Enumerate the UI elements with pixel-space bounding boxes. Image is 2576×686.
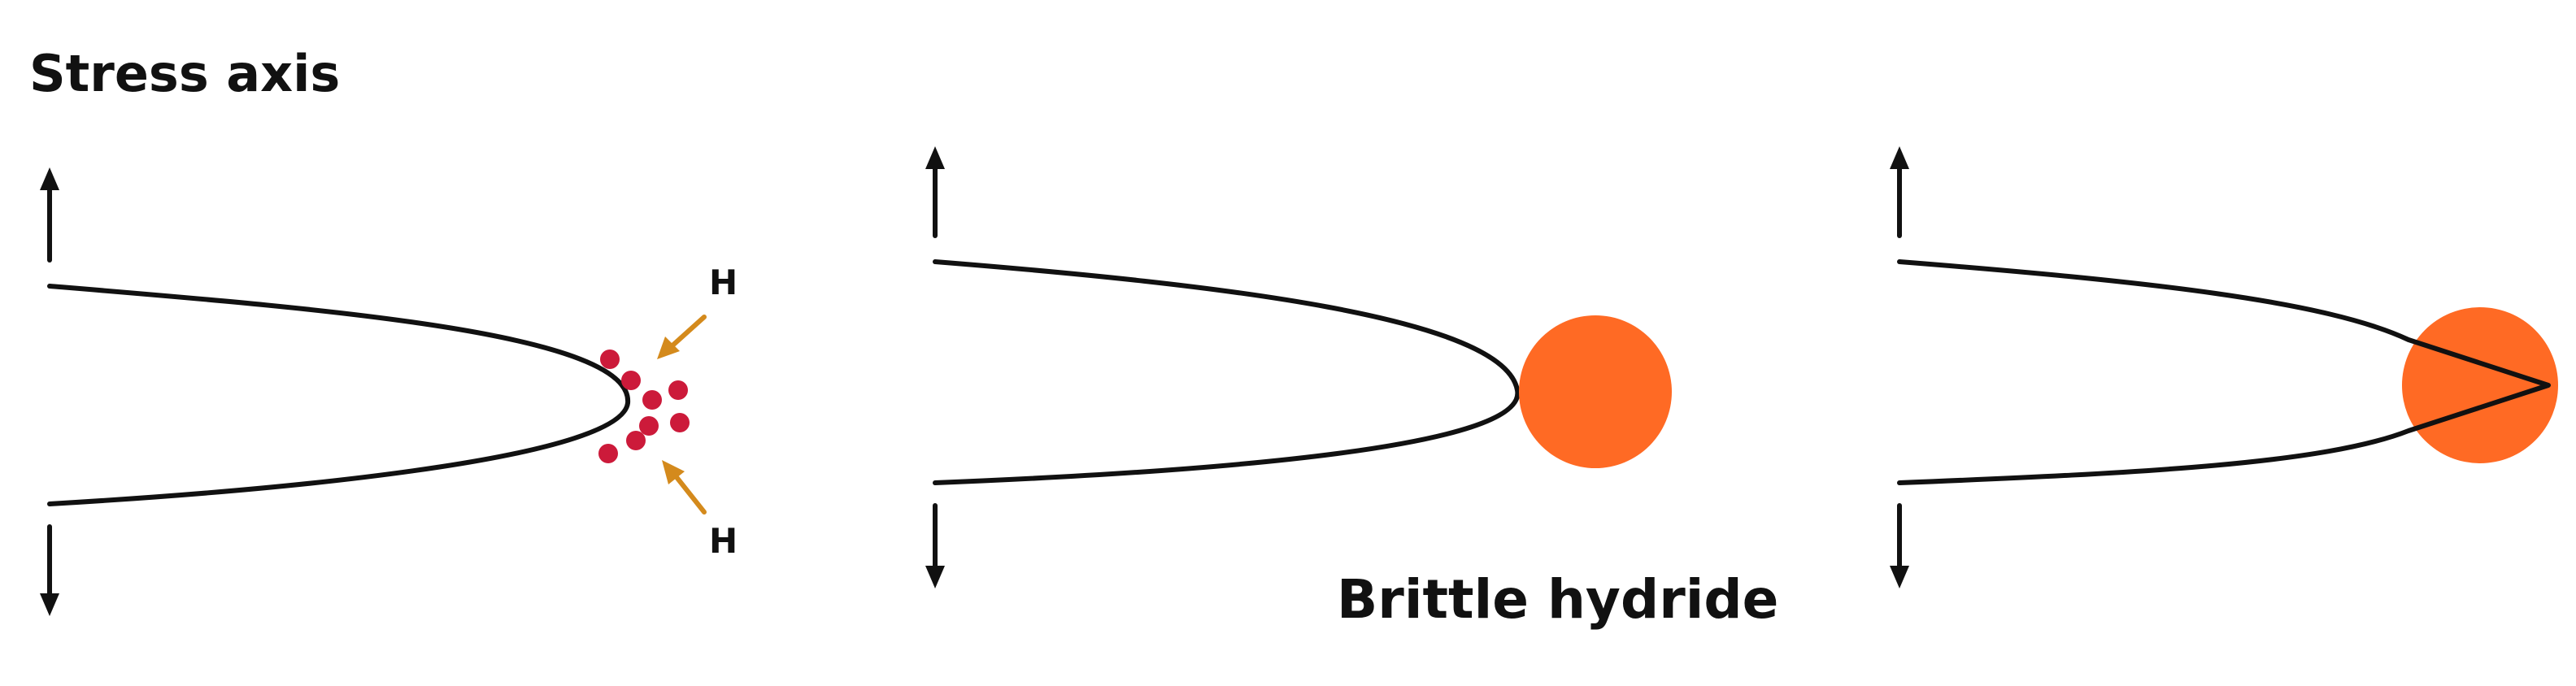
hydrogen-atom [626, 431, 646, 450]
panel-hydride-formation: Brittle hydride [925, 146, 1778, 631]
hydrogen-atom [670, 413, 690, 432]
hydrogen-atom [598, 444, 618, 463]
panel-hydride-fracture [1890, 146, 2558, 588]
hydrogen-atom [642, 390, 662, 410]
brittle-hydride-particle [1519, 315, 1672, 468]
panel-hydrogen-diffusion: H H [40, 167, 738, 616]
hydrogen-atom-cluster [598, 350, 690, 463]
stress-arrow-down [925, 503, 945, 588]
stress-axis-title: Stress axis [29, 44, 340, 103]
hydrogen-arrow-bottom [662, 460, 707, 514]
hydrogen-label-bottom: H [709, 521, 738, 561]
crack-outline [47, 284, 631, 506]
hydrogen-atom [600, 350, 620, 369]
stress-arrow-down [40, 524, 59, 616]
hydrogen-atom [668, 380, 688, 400]
hydrogen-atom [639, 416, 659, 436]
fractured-hydride-particle [2402, 307, 2558, 463]
hydrogen-arrow-top [657, 315, 707, 359]
brittle-hydride-label: Brittle hydride [1337, 568, 1778, 631]
hydrogen-atom [621, 371, 641, 390]
crack-outline [1897, 259, 2551, 485]
hydrogen-label-top: H [709, 263, 738, 302]
stress-arrow-down [1890, 503, 1909, 588]
stress-arrow-up [40, 167, 59, 263]
crack-outline [933, 259, 1521, 485]
stress-arrow-up [925, 146, 945, 238]
stress-arrow-up [1890, 146, 1909, 238]
